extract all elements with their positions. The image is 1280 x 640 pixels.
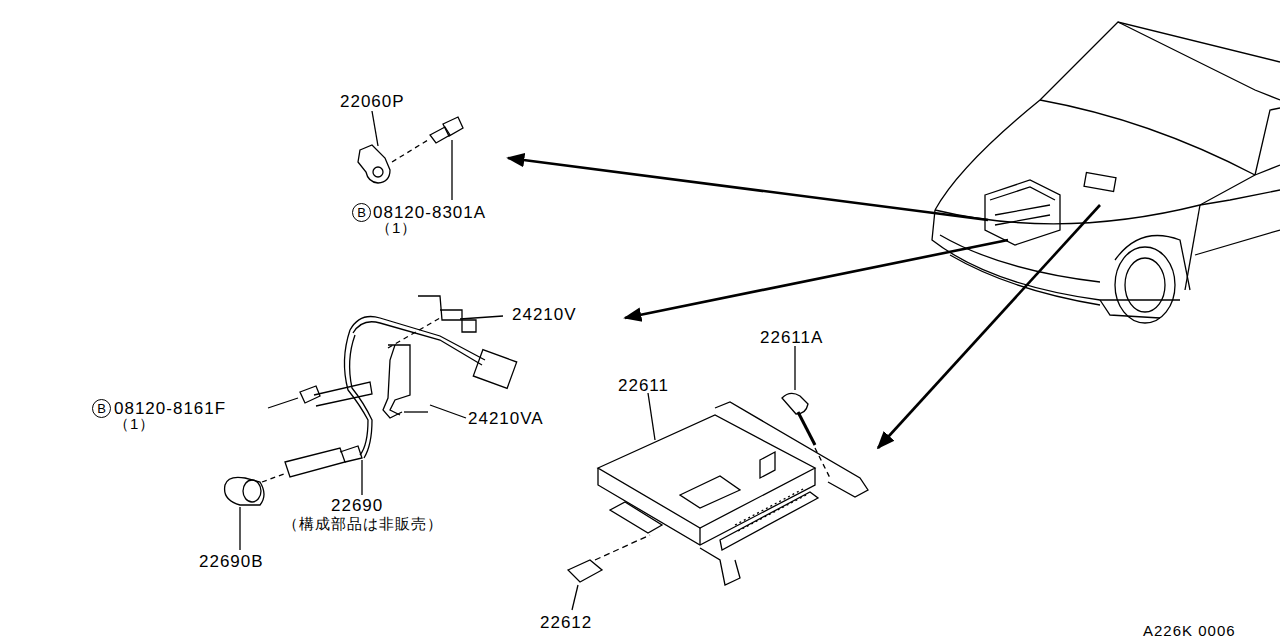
part-number: 24210V [512, 306, 577, 323]
car-outline [932, 22, 1280, 323]
figure-code: A226K 0006 [1143, 623, 1236, 638]
part-number: 22612 [540, 614, 592, 631]
part-number: 22060P [340, 93, 405, 110]
circled-letter-text: B [97, 402, 106, 415]
part-number: 22611 [618, 377, 669, 394]
part-number: （1） [376, 220, 417, 235]
part-number: 22611A [760, 329, 823, 346]
location-arrows [508, 158, 1100, 448]
circled-letter: B [352, 203, 371, 222]
knock-sensor [358, 111, 463, 200]
part-number: 08120-8301A [373, 204, 486, 221]
part-number: （構成部品は非販売） [283, 516, 443, 531]
part-number: （1） [114, 416, 155, 431]
part-number: 08120-8161F [114, 400, 226, 417]
part-number: 22690 [331, 497, 383, 514]
circled-letter: B [92, 399, 111, 418]
part-number: 24210VA [468, 410, 544, 427]
part-number: 22690B [199, 553, 264, 570]
circled-letter-text: B [357, 206, 366, 219]
ecu [568, 346, 868, 610]
